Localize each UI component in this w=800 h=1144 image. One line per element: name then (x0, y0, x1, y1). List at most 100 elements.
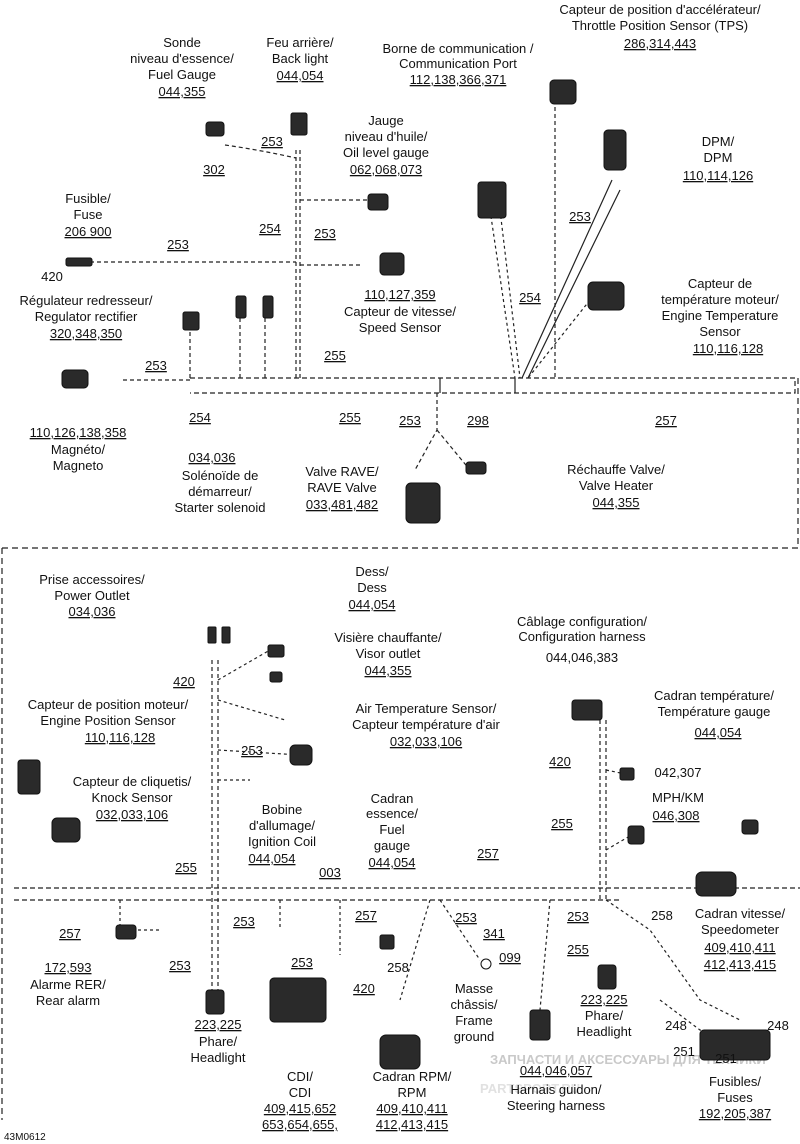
temp-gauge-codes: 044,054 (695, 725, 742, 740)
temp-gauge-label-2: Température gauge (658, 704, 771, 719)
rear-alarm-codes: 172,593 (45, 960, 92, 975)
comm-label-1: Borne de communication / (382, 41, 533, 56)
ground-ring-icon (480, 958, 492, 970)
dpm-label-1: DPM/ (702, 134, 735, 149)
starter-label-2: démarreur/ (188, 484, 252, 499)
air-temp-sensor-icon (289, 744, 313, 766)
rpm-gauge-connector-icon (379, 1034, 421, 1070)
fuel-gauge-label-3: Fuel (379, 822, 404, 837)
comm-codes: 112,138,366,371 (410, 72, 507, 87)
tps-label-1: Capteur de position d'accélérateur/ (559, 2, 761, 17)
rave-label-2: RAVE Valve (307, 480, 377, 495)
frame-ground-label-1: Masse (455, 981, 493, 996)
power-outlet-icon (207, 626, 217, 644)
magneto-label-2: Magneto (53, 458, 104, 473)
frame-ground-label-3: Frame (455, 1013, 493, 1028)
fuses-label-2: Fuses (717, 1090, 753, 1105)
config-codes: 044,046,383 (546, 650, 618, 665)
fuel-sender-label-2: niveau d'essence/ (130, 51, 234, 66)
dpm-connector-icon (603, 129, 627, 171)
temp-gauge-label-1: Cadran température/ (654, 688, 774, 703)
temp-gauge-connector-icon (741, 819, 759, 835)
visor-label-1: Visière chauffante/ (334, 630, 442, 645)
starter-terminal-icon (262, 295, 274, 319)
tps-connector-icon (549, 79, 577, 105)
starter-label-3: Starter solenoid (174, 500, 265, 515)
eps-label-2: Engine Position Sensor (40, 713, 176, 728)
rear-alarm-label-2: Rear alarm (36, 993, 100, 1008)
knock-sensor-icon (51, 817, 81, 843)
mph-codes-a: 042,307 (655, 765, 702, 780)
callout: 253 (399, 413, 421, 428)
callout: 298 (467, 413, 489, 428)
power-outlet-icon (221, 626, 231, 644)
mph-connector-icon (619, 767, 635, 781)
callout: 257 (655, 413, 677, 428)
callout: 258 (651, 908, 673, 923)
fuse-block-icon (699, 1029, 771, 1061)
valve-heater-icon (465, 461, 487, 475)
back-light-label-2: Back light (272, 51, 329, 66)
fuel-sender-label-3: Fuel Gauge (148, 67, 216, 82)
mph-codes-b: 046,308 (653, 808, 700, 823)
watermark-brand: PARTSPORT.RU (480, 1081, 580, 1096)
eps-codes: 110,116,128 (85, 730, 155, 745)
callout: 257 (355, 908, 377, 923)
callout: 253 (169, 958, 191, 973)
visor-codes: 044,355 (365, 663, 412, 678)
air-temp-label-2: Capteur température d'air (352, 717, 500, 732)
power-outlet-codes: 034,036 (69, 604, 116, 619)
cdi-label-1: CDI/ (287, 1069, 313, 1084)
tps-label-2: Throttle Position Sensor (TPS) (572, 18, 748, 33)
rpm-codes-1: 409,410,411 (376, 1101, 447, 1116)
callout: 003 (319, 865, 341, 880)
oil-sensor-icon (367, 193, 389, 211)
comm-label-2: Communication Port (399, 56, 517, 71)
engine-temp-label-4: Sensor (699, 324, 741, 339)
starter-terminal-icon (235, 295, 247, 319)
callout: 253 (145, 358, 167, 373)
callout: 255 (551, 816, 573, 831)
dess-connector-icon (267, 644, 285, 658)
regulator-codes: 320,348,350 (50, 326, 122, 341)
callout: 248 (665, 1018, 687, 1033)
callout: 302 (203, 162, 225, 177)
tps-codes: 286,314,443 (624, 36, 696, 51)
rpm-label-1: Cadran RPM/ (373, 1069, 452, 1084)
callout: 254 (259, 221, 281, 236)
dpm-codes: 110,114,126 (683, 168, 753, 183)
magneto-connector-icon (61, 369, 89, 389)
coil-label-1: Bobine (262, 802, 302, 817)
fuse-codes: 206 900 (65, 224, 112, 239)
fuel-gauge-label-4: gauge (374, 838, 410, 853)
speedometer-label-1: Cadran vitesse/ (695, 906, 786, 921)
callout: 255 (175, 860, 197, 875)
callout: 254 (519, 290, 541, 305)
coil-label-3: Ignition Coil (248, 834, 316, 849)
magneto-codes: 110,126,138,358 (30, 425, 127, 440)
regulator-label-2: Regulator rectifier (35, 309, 138, 324)
valve-heater-codes: 044,355 (593, 495, 640, 510)
speed-codes: 110,127,359 (364, 287, 435, 302)
bottom-labels: Prise accessoires/ Power Outlet 034,036 … (28, 564, 789, 1132)
figure-code: 43M0612 (4, 1132, 46, 1143)
rear-alarm-label-1: Alarme RER/ (30, 977, 106, 992)
rpm-label-2: RPM (398, 1085, 427, 1100)
bottom-components (17, 626, 771, 1070)
callout: 253 (569, 209, 591, 224)
headlight-left-codes: 223,225 (195, 1017, 242, 1032)
knock-codes: 032,033,106 (96, 807, 168, 822)
engine-temp-sensor-icon (587, 281, 625, 311)
fuel-gauge-label-2: essence/ (366, 806, 418, 821)
engine-temp-codes: 110,116,128 (693, 341, 763, 356)
callout: 253 (233, 914, 255, 929)
headlight-left-label-1: Phare/ (199, 1034, 238, 1049)
fuses-codes: 192,205,387 (699, 1106, 771, 1121)
valve-heater-label-1: Réchauffe Valve/ (567, 462, 665, 477)
power-outlet-label-2: Power Outlet (54, 588, 130, 603)
speedometer-codes-2: 412,413,415 (704, 957, 776, 972)
visor-label-2: Visor outlet (356, 646, 421, 661)
valve-heater-label-2: Valve Heater (579, 478, 654, 493)
frame-ground-label-4: ground (454, 1029, 494, 1044)
